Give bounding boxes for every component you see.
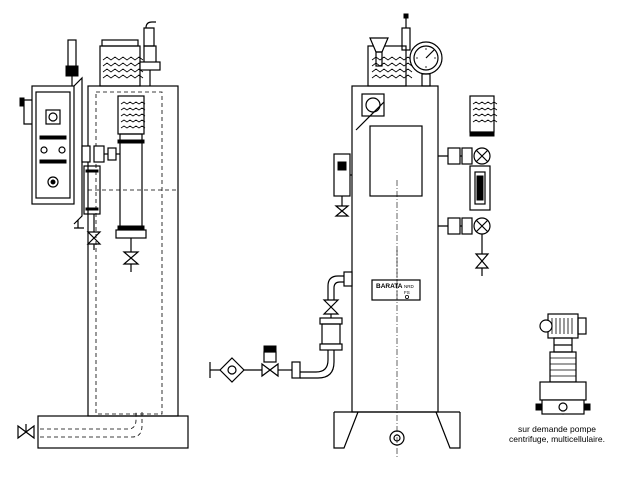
filter-drain-valve [122, 251, 140, 265]
level-switch [333, 153, 351, 197]
reagent-vessel [99, 45, 141, 87]
nameplate-brand: BARATA [376, 283, 403, 290]
nameplate-line2: NRD [404, 284, 414, 289]
reagent-vessel [367, 45, 407, 87]
control-cabinet [31, 85, 75, 205]
drain-valve [17, 424, 35, 440]
inspection-window [369, 125, 423, 197]
drain-pipe-lower [40, 410, 143, 438]
pump-stages [549, 351, 577, 383]
pump-note-line2: centrifuge, multicellulaire. [509, 434, 605, 444]
left-leg [333, 411, 359, 449]
column-inner [95, 91, 163, 415]
pump-base [539, 381, 587, 401]
outlet-valve [474, 253, 490, 269]
right-leg [435, 411, 461, 449]
pump-detail [535, 313, 591, 415]
inlet-valve [322, 299, 340, 315]
pump-note: sur demande pompe centrifuge, multicellu… [492, 424, 622, 444]
drain-pipe-upper [40, 410, 137, 430]
nameplate [371, 279, 421, 301]
base-plate [37, 415, 189, 449]
pressure-reducer [261, 362, 279, 378]
filter-cartridge [119, 133, 143, 235]
side-view [17, 21, 189, 449]
front-view: BARATA NRD FS [209, 13, 498, 458]
sample-valve [86, 231, 102, 245]
pump-note-line1: sur demande pompe [518, 424, 596, 434]
fill-funnel [369, 37, 389, 53]
window-handle [361, 93, 385, 117]
column-body [351, 85, 439, 413]
inlet-filter [219, 357, 245, 383]
column-body [87, 85, 179, 417]
flowmeter [469, 165, 491, 211]
nameplate-line3: FS [404, 290, 410, 295]
sight-glass [83, 165, 101, 215]
inlet-pipe-top [327, 275, 352, 300]
